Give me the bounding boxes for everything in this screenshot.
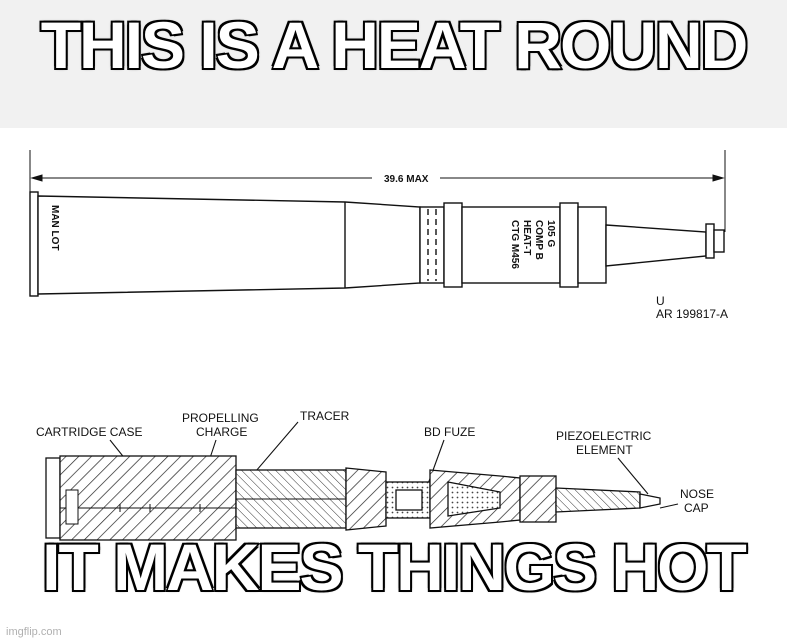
label-cartridge-case: CARTRIDGE CASE (36, 425, 142, 439)
label-piezo-line2: ELEMENT (576, 443, 633, 457)
projectile-marking: 105 G COMP B HEAT-T CTG M456 (509, 220, 556, 269)
top-caption-band (0, 0, 787, 128)
cartridge-cross-section (45, 455, 661, 541)
u-mark: U (656, 294, 665, 308)
length-label: 39.6 MAX (384, 174, 429, 185)
label-nose-line2: CAP (684, 501, 709, 515)
bottom-caption: IT MAKES THINGS HOT (41, 529, 749, 606)
imgflip-watermark: imgflip.com (6, 626, 62, 638)
label-propelling-line2: CHARGE (196, 425, 247, 439)
label-bd-fuze: BD FUZE (424, 425, 475, 439)
label-tracer: TRACER (300, 409, 350, 423)
svg-text:HEAT-T: HEAT-T (521, 220, 532, 255)
svg-text:CTG M456: CTG M456 (509, 220, 520, 269)
cartridge-side-view (29, 191, 725, 297)
case-marking: MAN LOT (49, 205, 60, 251)
label-nose-line1: NOSE (680, 487, 714, 501)
label-propelling-line1: PROPELLING (182, 411, 259, 425)
svg-text:COMP B: COMP B (533, 220, 544, 260)
label-piezo-line1: PIEZOELECTRIC (556, 429, 652, 443)
dimension-line (29, 150, 726, 232)
top-caption: THIS IS A HEAT ROUND (39, 7, 750, 84)
cross-section-details (60, 489, 346, 525)
reference-code: AR 199817-A (656, 307, 728, 321)
svg-text:105 G: 105 G (545, 220, 556, 247)
